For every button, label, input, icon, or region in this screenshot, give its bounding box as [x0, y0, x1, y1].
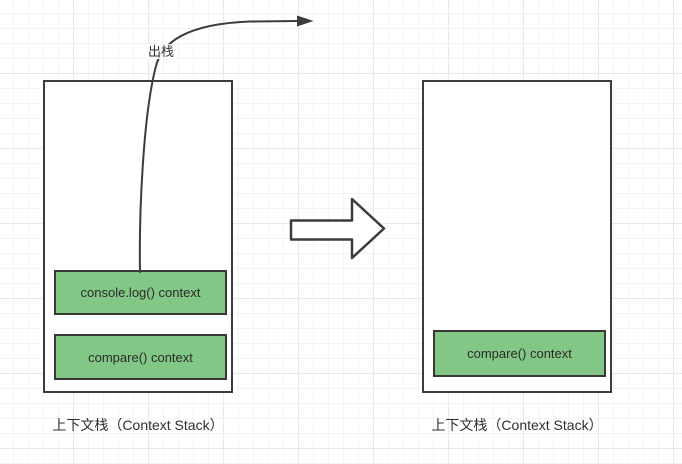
context-item-label: compare() context	[88, 349, 193, 365]
context-item-console-log: console.log() context	[54, 270, 227, 315]
context-item-compare: compare() context	[54, 334, 227, 380]
pop-label: 出栈	[146, 44, 177, 59]
context-item-compare: compare() context	[433, 330, 606, 377]
context-item-label: compare() context	[467, 346, 572, 361]
context-stack-left: console.log() context compare() context	[43, 80, 233, 393]
context-stack-right: compare() context	[422, 80, 612, 393]
transition-block-arrow-icon	[289, 197, 386, 260]
context-item-label: console.log() context	[80, 285, 201, 300]
pop-arrowhead-icon	[297, 15, 314, 27]
stack-caption-left: 上下文栈（Context Stack）	[52, 417, 224, 433]
stack-caption-right: 上下文栈（Context Stack）	[431, 417, 603, 433]
